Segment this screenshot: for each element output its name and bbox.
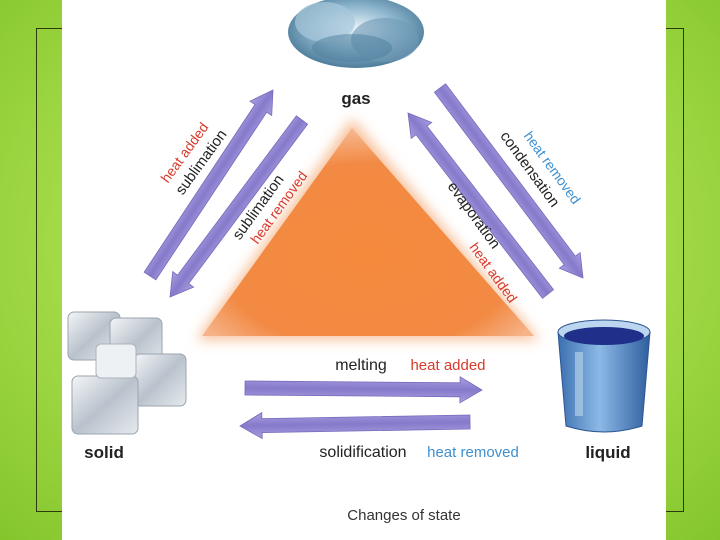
diagram-caption: Changes of state	[347, 507, 460, 524]
heat-triangle	[196, 118, 540, 340]
solid-label: solid	[84, 443, 124, 462]
liquid-label: liquid	[585, 443, 630, 462]
condensation-arrow	[433, 83, 584, 279]
solidification-arrow	[239, 411, 471, 440]
evaporation-arrow	[407, 112, 555, 299]
condensation-labels: condensation heat removed	[497, 128, 585, 210]
solidification-label: solidification	[319, 444, 406, 461]
melting-label: melting	[335, 357, 387, 374]
sublimation-up-arrow	[143, 89, 274, 281]
gas-cloud-image	[288, 0, 424, 68]
solid-ice-cubes-image	[67, 311, 187, 435]
solidification-heat-label: heat removed	[427, 444, 519, 461]
melting-heat-label: heat added	[410, 357, 485, 374]
sublimation-down-arrow	[169, 115, 309, 298]
liquid-beaker-image	[557, 319, 651, 433]
sublimation-up-labels: sublimation heat added	[157, 119, 230, 198]
melting-arrow	[244, 376, 483, 404]
process-arrows	[143, 83, 584, 440]
gas-label: gas	[341, 89, 370, 108]
